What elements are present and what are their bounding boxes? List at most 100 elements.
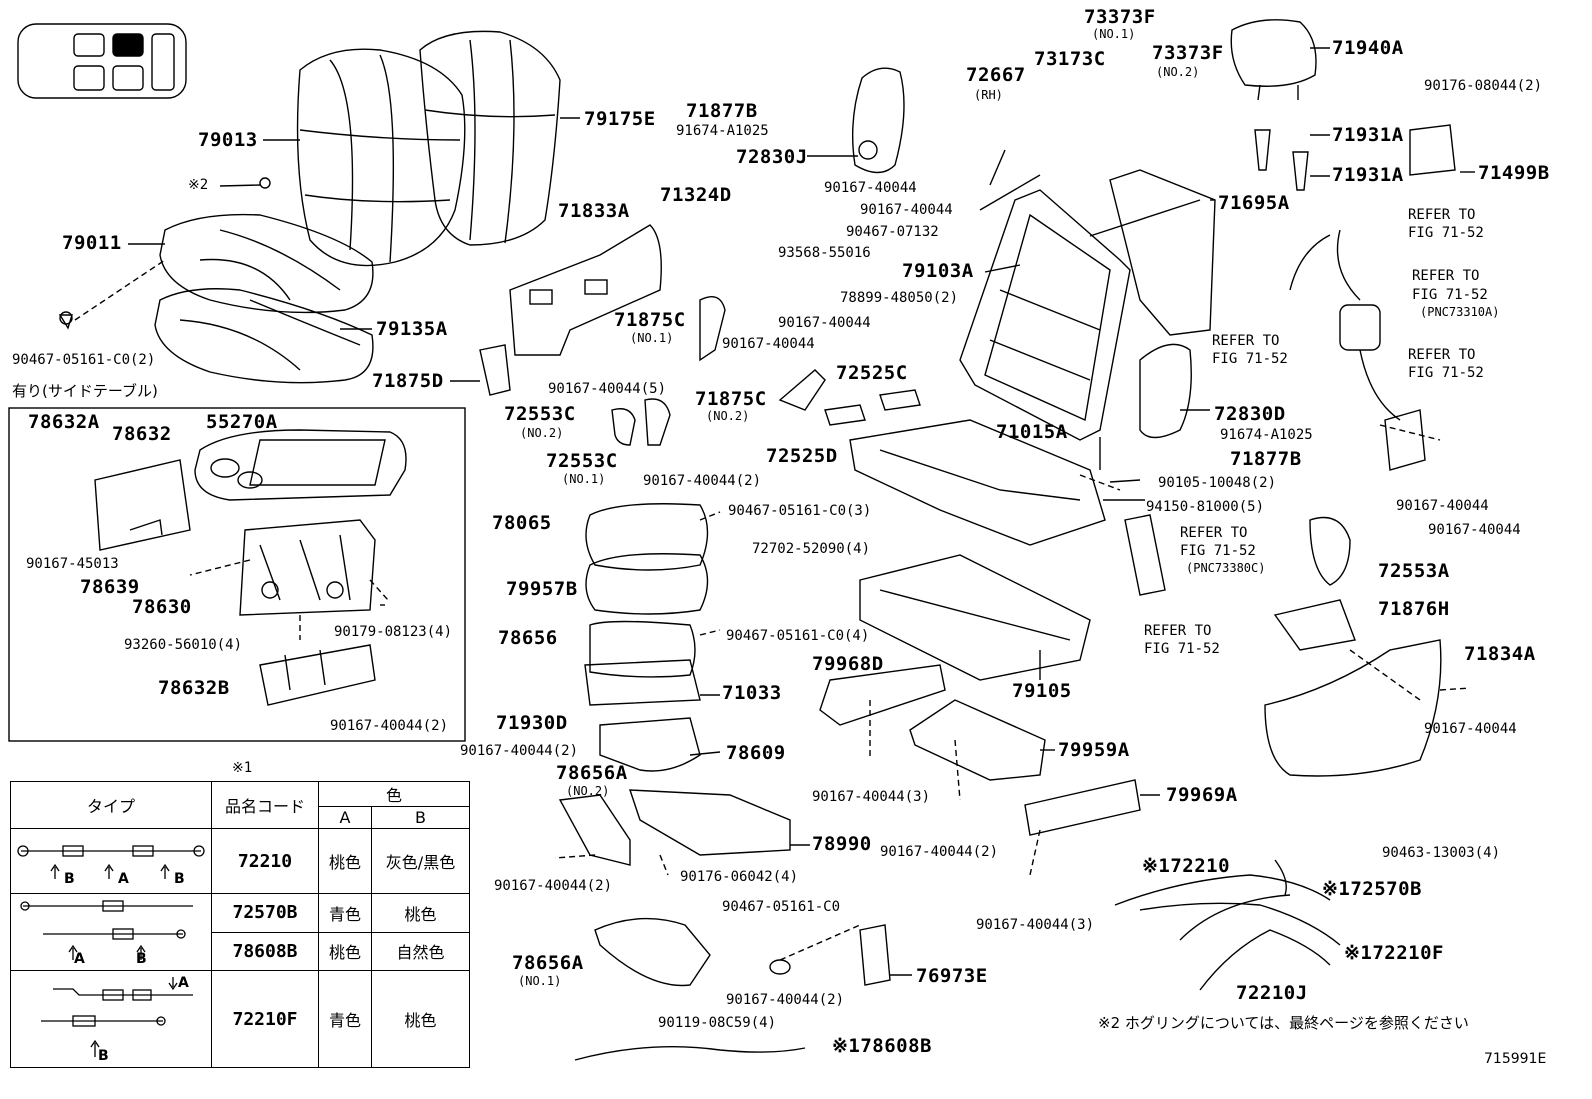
refer-note-4-line2[interactable]: FIG 71-52 — [1408, 365, 1484, 381]
part-label-90167-40044-e[interactable]: 90167-40044 — [1396, 498, 1489, 514]
part-label-55270A[interactable]: 55270A — [206, 411, 278, 433]
part-label-79969A[interactable]: 79969A — [1166, 784, 1238, 806]
part-label-71834A[interactable]: 71834A — [1464, 643, 1536, 665]
part-label-79175E[interactable]: 79175E — [584, 108, 656, 130]
part-label-79011[interactable]: 79011 — [62, 232, 122, 254]
part-label-71499B[interactable]: 71499B — [1478, 162, 1550, 184]
part-label-90463-13003-4[interactable]: 90463-13003(4) — [1382, 845, 1501, 861]
part-label-90179-08123-4[interactable]: 90179-08123(4) — [334, 624, 453, 640]
part-label-71875D[interactable]: 71875D — [372, 370, 444, 392]
part-label-78899-48050-2[interactable]: 78899-48050(2) — [840, 290, 959, 306]
part-label-78990[interactable]: 78990 — [812, 833, 872, 855]
part-label-79957B[interactable]: 79957B — [506, 578, 578, 600]
part-label-72210[interactable]: ※172210 — [1142, 855, 1231, 877]
part-label-90167-40044-2b[interactable]: 90167-40044(2) — [460, 743, 579, 759]
part-label-90167-45013[interactable]: 90167-45013 — [26, 556, 119, 572]
refer-note-5-line2[interactable]: FIG 71-52 — [1180, 543, 1256, 559]
part-label-93260-56010-4[interactable]: 93260-56010(4) — [124, 637, 243, 653]
part-label-79959A[interactable]: 79959A — [1058, 739, 1130, 761]
refer-note-4-line1[interactable]: REFER TO — [1408, 347, 1476, 363]
part-label-78656A-no1[interactable]: 78656A — [512, 952, 584, 974]
part-label-71930D[interactable]: 71930D — [496, 712, 568, 734]
table-code[interactable]: 72570B — [211, 893, 319, 933]
part-label-71877B-top[interactable]: 71877B — [686, 100, 758, 122]
part-label-90167-40044-d[interactable]: 90167-40044 — [860, 202, 953, 218]
part-label-78065[interactable]: 78065 — [492, 512, 552, 534]
part-label-71877B-b[interactable]: 71877B — [1230, 448, 1302, 470]
part-label-71940A[interactable]: 71940A — [1332, 37, 1404, 59]
part-label-72553A[interactable]: 72553A — [1378, 560, 1450, 582]
part-label-90467-05161-C0-3[interactable]: 90467-05161-C0(3) — [728, 503, 872, 519]
part-label-78656[interactable]: 78656 — [498, 627, 558, 649]
part-label-72210J[interactable]: 72210J — [1236, 982, 1308, 1004]
part-label-78632B[interactable]: 78632B — [158, 677, 230, 699]
part-label-76973E[interactable]: 76973E — [916, 965, 988, 987]
part-label-91674-A1025-b[interactable]: 91674-A1025 — [1220, 427, 1313, 443]
part-label-90167-40044-c[interactable]: 90167-40044 — [824, 180, 917, 196]
part-label-90105-10048-2[interactable]: 90105-10048(2) — [1158, 475, 1277, 491]
part-label-78608B[interactable]: ※178608B — [832, 1035, 932, 1057]
part-label-90467-05161-C0-4[interactable]: 90467-05161-C0(4) — [726, 628, 870, 644]
part-label-90167-40044-2-inset[interactable]: 90167-40044(2) — [330, 718, 449, 734]
part-label-93568-55016[interactable]: 93568-55016 — [778, 245, 871, 261]
part-label-79103A[interactable]: 79103A — [902, 260, 974, 282]
part-label-73373F-no2[interactable]: 73373F — [1152, 42, 1224, 64]
part-label-79968D[interactable]: 79968D — [812, 653, 884, 675]
part-label-91674-A1025-top[interactable]: 91674-A1025 — [676, 123, 769, 139]
part-label-73173C[interactable]: 73173C — [1034, 48, 1106, 70]
part-label-72553C-no2[interactable]: 72553C — [504, 403, 576, 425]
part-label-72553C-no1[interactable]: 72553C — [546, 450, 618, 472]
part-label-90167-40044-b[interactable]: 90167-40044 — [722, 336, 815, 352]
part-label-78630[interactable]: 78630 — [132, 596, 192, 618]
part-label-78656A-no2[interactable]: 78656A — [556, 762, 628, 784]
part-label-90167-40044-g[interactable]: 90167-40044 — [1424, 721, 1517, 737]
table-code[interactable]: 78608B — [211, 931, 319, 971]
part-label-72525C[interactable]: 72525C — [836, 362, 908, 384]
table-code[interactable]: 72210F — [211, 970, 319, 1068]
part-label-72525D[interactable]: 72525D — [766, 445, 838, 467]
part-label-72830D[interactable]: 72830D — [1214, 403, 1286, 425]
part-label-78632[interactable]: 78632 — [112, 423, 172, 445]
part-label-90167-40044-3b[interactable]: 90167-40044(3) — [976, 917, 1095, 933]
part-label-72702-52090-4[interactable]: 72702-52090(4) — [752, 541, 871, 557]
part-label-79105[interactable]: 79105 — [1012, 680, 1072, 702]
part-label-90167-40044-a[interactable]: 90167-40044 — [778, 315, 871, 331]
part-label-71876H[interactable]: 71876H — [1378, 598, 1450, 620]
part-label-71875C-no1[interactable]: 71875C — [614, 309, 686, 331]
part-label-90467-05161-C0-2[interactable]: 90467-05161-C0(2) — [12, 352, 156, 368]
refer-note-2-line2[interactable]: FIG 71-52 — [1412, 287, 1488, 303]
part-label-72667[interactable]: 72667 — [966, 64, 1026, 86]
refer-note-3-line1[interactable]: REFER TO — [1212, 333, 1280, 349]
part-label-90167-40044-f[interactable]: 90167-40044 — [1428, 522, 1521, 538]
part-label-71015A[interactable]: 71015A — [996, 421, 1068, 443]
part-label-90167-40044-3a[interactable]: 90167-40044(3) — [812, 789, 931, 805]
part-label-90167-40044-2e[interactable]: 90167-40044(2) — [726, 992, 845, 1008]
part-label-71833A[interactable]: 71833A — [558, 200, 630, 222]
refer-note-1-line2[interactable]: FIG 71-52 — [1408, 225, 1484, 241]
refer-note-2-line1[interactable]: REFER TO — [1412, 268, 1480, 284]
part-label-78609[interactable]: 78609 — [726, 742, 786, 764]
part-label-90119-08C59-4[interactable]: 90119-08C59(4) — [658, 1015, 777, 1031]
part-label-71931A-a[interactable]: 71931A — [1332, 124, 1404, 146]
part-label-90467-07132[interactable]: 90467-07132 — [846, 224, 939, 240]
part-label-71033[interactable]: 71033 — [722, 682, 782, 704]
part-label-71324D[interactable]: 71324D — [660, 184, 732, 206]
part-label-90167-40044-5[interactable]: 90167-40044(5) — [548, 381, 667, 397]
part-label-90167-40044-2c[interactable]: 90167-40044(2) — [494, 878, 613, 894]
part-label-71875C-no2[interactable]: 71875C — [695, 388, 767, 410]
part-label-90176-06042-4[interactable]: 90176-06042(4) — [680, 869, 799, 885]
part-label-78639[interactable]: 78639 — [80, 576, 140, 598]
refer-note-6-line1[interactable]: REFER TO — [1144, 623, 1212, 639]
part-label-94150-81000-5[interactable]: 94150-81000(5) — [1146, 499, 1265, 515]
part-label-73373F-no1[interactable]: 73373F — [1084, 6, 1156, 28]
table-code[interactable]: 72210 — [211, 828, 319, 894]
part-label-72830J[interactable]: 72830J — [736, 146, 808, 168]
part-label-90176-08044-2[interactable]: 90176-08044(2) — [1424, 78, 1543, 94]
refer-note-3-line2[interactable]: FIG 71-52 — [1212, 351, 1288, 367]
refer-note-5-line1[interactable]: REFER TO — [1180, 525, 1248, 541]
part-label-90167-40044-2a[interactable]: 90167-40044(2) — [643, 473, 762, 489]
part-label-90467-05161-C0-single[interactable]: 90467-05161-C0 — [722, 899, 841, 915]
part-label-71931A-b[interactable]: 71931A — [1332, 164, 1404, 186]
part-label-72210F[interactable]: ※172210F — [1344, 942, 1444, 964]
refer-note-1-line1[interactable]: REFER TO — [1408, 207, 1476, 223]
